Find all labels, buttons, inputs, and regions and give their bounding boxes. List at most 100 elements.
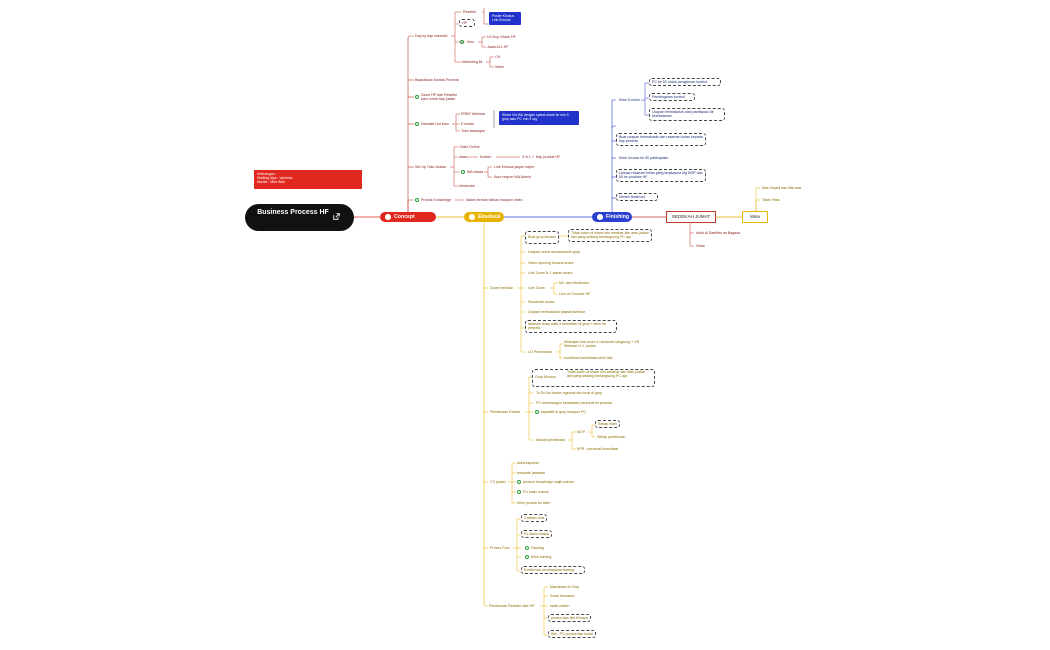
node-pb-mcp[interactable]: MCP <box>577 430 585 434</box>
node-rekrut-item[interactable]: WA - PC produk tiap bulan <box>548 630 597 639</box>
node-ditas[interactable]: ditas <box>459 155 467 159</box>
node-proses-item[interactable]: Catatan chat <box>521 514 548 523</box>
node-cs-item[interactable]: FU kaslo masuk <box>523 490 549 494</box>
node-zw-item[interactable]: Buat grup khusus <box>525 231 559 244</box>
branch-concept[interactable]: Concept Project <box>380 212 436 230</box>
node-proses-item[interactable]: Kirim barang <box>531 555 552 559</box>
branch-eksekusi[interactable]: Eksekusi <box>464 212 504 222</box>
node-produk[interactable]: Produk Knowledge <box>421 198 452 202</box>
node-rekrut-item[interactable]: Masukkan di Grup <box>550 585 580 589</box>
node-konten-sub[interactable]: 3 in 1 ✓ Nap produk HF <box>522 155 561 159</box>
node-kk-1[interactable]: PC ke 50 untuk pengiriman kontrol <box>649 78 721 87</box>
node-link-khusus[interactable]: Link Khusus jasper kayer <box>494 165 535 169</box>
node-cs-item[interactable]: template jawaban <box>517 471 546 475</box>
node-mk-1[interactable]: CH <box>495 55 501 59</box>
pb-box[interactable]: Tidak boleh di share info webinar lain a… <box>567 370 645 379</box>
node-elementor[interactable]: elementor <box>459 184 475 188</box>
node-mina-2[interactable]: Tasin Hitas <box>762 198 780 202</box>
node-rekrut[interactable]: Pembinaan Reseller dari HP <box>489 604 535 608</box>
check-icon <box>517 480 521 484</box>
node-cs-item[interactable]: product knowledge wajib paham <box>523 480 575 484</box>
node-mk-2[interactable]: Video <box>495 65 505 69</box>
finishing-box-1[interactable]: Buat ucapan terimakasih dan rekaman kela… <box>616 133 706 146</box>
node-day-by-day[interactable]: Day by day shedulel <box>415 34 448 38</box>
node-rekrut-item[interactable]: Zoom bersama <box>550 594 575 598</box>
node-sedekah-2[interactable]: Velas <box>696 244 705 248</box>
node-kirim-kontrol[interactable]: Kirim Kontrol <box>619 98 640 102</box>
node-setup-toko[interactable]: Set Up Toko Jualan <box>415 165 447 169</box>
node-wa-blasta[interactable]: WA blasta <box>467 170 484 174</box>
branch-icon <box>385 214 391 220</box>
node-kk-2[interactable]: Pembingkian kontrol <box>649 93 695 102</box>
node-rekrut-item[interactable]: kasih materi <box>550 604 570 608</box>
node-e-books[interactable]: E books <box>461 122 474 126</box>
node-pb-item[interactable]: PC membangun kedekatan personal ke peser… <box>536 401 613 405</box>
node-pb-kpr[interactable]: KPR : personal konsultasi <box>577 447 619 451</box>
node-cs[interactable]: CS jualan <box>490 480 506 484</box>
finishing-box-3[interactable]: Minteh testimoni <box>616 193 658 202</box>
node-ilmu[interactable]: Ilmu <box>467 40 474 44</box>
node-kontak[interactable]: Bsapakkan Kontak Promosi <box>415 78 460 82</box>
node-zw-item[interactable]: Link Zoom H-1 admin acara <box>528 271 573 275</box>
check-icon <box>415 198 419 202</box>
node-zw-item[interactable]: LO Pemulisera <box>528 350 552 354</box>
zw-box[interactable]: Tidak boleh di share info webinar lain a… <box>568 229 652 242</box>
share-box[interactable]: Share Via WA dengan syarat share ke min … <box>499 111 579 125</box>
node-ilmu-1[interactable]: Ui Grup Share HF <box>487 35 516 39</box>
node-free-webinar[interactable]: FREE Webinar <box>461 112 485 116</box>
node-pembinaan[interactable]: Pembinaan Dinisai <box>490 410 520 414</box>
node-auto-respon[interactable]: Auto respon WA Admin <box>494 175 531 179</box>
node-pb-item[interactable]: Grup Khusus <box>535 375 556 379</box>
node-zw-item[interactable]: Randomin acara <box>528 300 555 304</box>
node-lo-1[interactable]: Minimjam link zoom 4 randomin langsung +… <box>564 340 640 349</box>
node-kk-3[interactable]: Ucapan terimakasih atas partisipasi dir … <box>649 108 725 121</box>
node-zw-item[interactable]: Ialamah tetap watit 3 semelitan di grup … <box>525 320 617 333</box>
check-icon <box>461 170 465 174</box>
node-cs-item[interactable]: Kirim produk ke klien <box>517 501 551 505</box>
node-zw-item[interactable]: Ucapan untuk menamkanin grup <box>528 250 580 254</box>
branch-sedekah[interactable]: SEDEKAH JUMAT <box>666 211 716 223</box>
node-zoom-webinar[interactable]: Zoom webinar <box>490 286 513 290</box>
branch-finishing[interactable]: Finishing <box>592 212 632 222</box>
poster-box[interactable]: Poster Khusus Link Khusus <box>489 12 521 25</box>
finishing-box-2[interactable]: Upload rekaman kelas yang terjalasma ktg… <box>616 169 706 182</box>
node-zw-item[interactable]: Video opening khusus acara <box>528 261 574 265</box>
node-zoom[interactable]: Zoom HP dari Reseller baru untuk tiap ju… <box>421 93 458 102</box>
node-sedekah-1[interactable]: Antik di Dasifitro as Bagasa <box>696 231 740 235</box>
node-proses-item[interactable]: Fu kaslo masuk <box>521 530 553 539</box>
node-pb-mcp-box[interactable]: Setiap hlam <box>595 420 620 429</box>
node-proses[interactable]: Proses Fork <box>490 546 510 550</box>
check-icon <box>525 546 529 550</box>
node-mina-1[interactable]: Mas Inspiril dan ifita dasi <box>762 186 802 190</box>
node-order-online[interactable]: Order Online <box>459 145 480 149</box>
node-cs-item[interactable]: Autoresponse <box>517 461 540 465</box>
node-reseller[interactable]: Reseller <box>463 10 477 14</box>
node-marketing[interactable]: Marketing kit <box>462 60 483 64</box>
check-icon <box>415 95 419 99</box>
node-live-mc[interactable]: MC dan Moderator <box>559 281 589 285</box>
legend-line: Nunikir : Mba Wati <box>257 180 285 185</box>
root-title: Business Process HF <box>257 209 329 216</box>
node-produk-sub[interactable]: dalam bentuk tulisan maupun video <box>466 198 523 202</box>
node-konten[interactable]: Konten <box>480 155 492 159</box>
node-toko[interactable]: Toko tawangan <box>461 129 486 133</box>
node-hp[interactable]: HP <box>459 19 475 28</box>
node-rekrut-item[interactable]: posted dan link Khusus <box>548 614 592 623</box>
node-lo-2[interactable]: kontribusi kombilasia skim hita <box>564 356 613 360</box>
node-live-yt[interactable]: Live on Youtube HF <box>559 292 591 296</box>
node-ilmu-2[interactable]: Jaala ALL HF <box>487 45 509 49</box>
node-pb-item[interactable]: To Do list harian ngepost ala ritual di … <box>536 391 603 395</box>
node-zw-item[interactable]: Ucapan terimakasih pasaat webinar <box>528 310 586 314</box>
node-pb-item[interactable]: Ikamai pembinaan <box>536 438 566 442</box>
root-node[interactable]: Business Process HF <box>245 204 354 231</box>
node-list-baru[interactable]: Namakit List baru <box>421 122 449 126</box>
node-proses-item[interactable]: Packing <box>531 546 544 550</box>
external-link-icon[interactable] <box>333 213 340 220</box>
node-proses-item[interactable]: Konfirmasi pembayaran barang <box>521 566 585 575</box>
node-pb-item[interactable]: kapasitif di grup maupun PC <box>541 410 587 414</box>
node-zw-item[interactable]: Live Zoom <box>528 286 545 290</box>
branch-mina[interactable]: Mina <box>742 211 768 223</box>
legend-line: Keterangan : <box>257 172 277 176</box>
node-pb-mcp-2[interactable]: Setiap pertemuan <box>597 435 626 439</box>
node-kirim-invoice[interactable]: Kirim invoice ke 50 partisipasin <box>619 156 669 160</box>
